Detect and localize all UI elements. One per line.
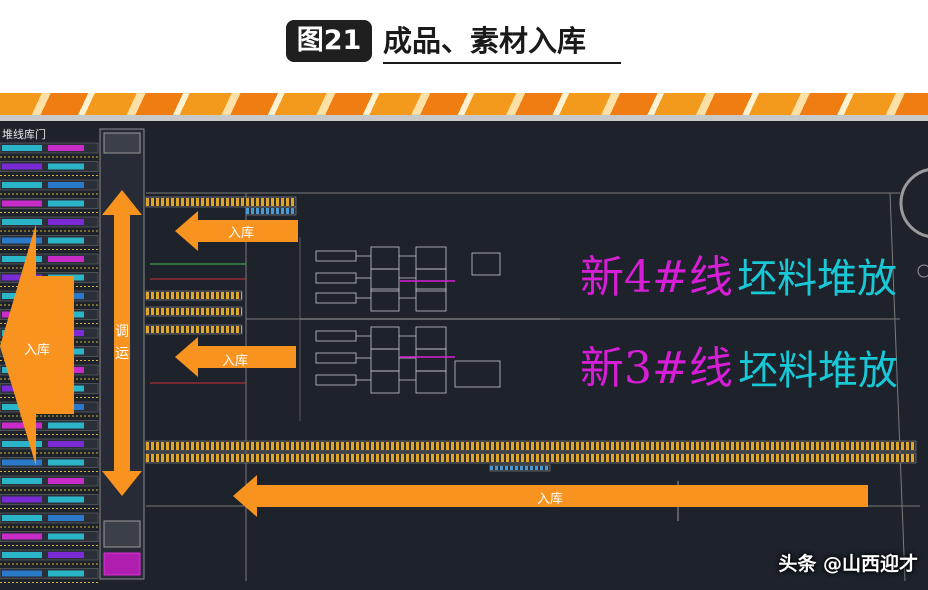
figure-header: 图21 成品、素材入库 [0,0,928,93]
cad-linework [0,128,928,583]
figure-title: 成品、素材入库 [383,24,587,58]
decorative-stripe-banner [0,93,928,115]
line-3-pile-label: 坯料堆放 [738,348,898,394]
cad-layout-drawing: 堆线库门 入库 入库 入库 入库 调 运 新4#线 坯料堆放 新3#线 坯料堆放… [0,121,928,590]
magenta-cart [103,552,141,576]
big-inbound-arrow [0,224,74,466]
arrow-label-big: 入库 [24,343,51,358]
arrow-label-middle: 入库 [222,354,249,369]
arrow-label-top: 入库 [228,226,255,241]
line-3-name: 新3#线 [580,343,733,394]
figure-number-badge: 图21 [286,20,372,62]
rolling-line-equipment [300,246,560,394]
source-watermark: 头条 @山西迎才 [778,553,918,575]
inbound-arrow-top [175,211,298,251]
title-underline [383,62,621,64]
banner-shadow [0,115,928,121]
arrow-label-bottom: 入库 [537,492,564,507]
line-4-pile-label: 坯料堆放 [737,256,897,302]
transfer-label: 调 运 [115,324,129,362]
inbound-arrow-middle [175,337,296,377]
line-4-name: 新4#线 [580,252,733,303]
inbound-arrow-bottom [233,475,868,517]
transfer-double-arrow [102,190,142,496]
rack-area-label: 堆线库门 [2,128,46,141]
conveyor-lines [145,196,917,472]
